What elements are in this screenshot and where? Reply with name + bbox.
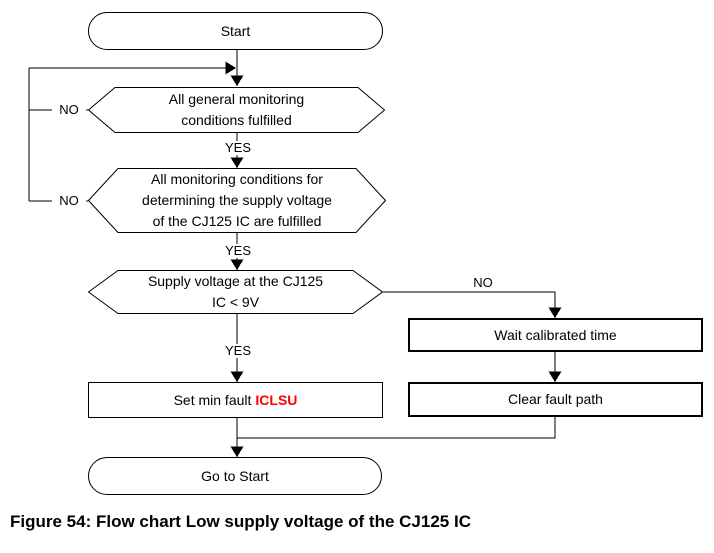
branch-label-yes-2: YES: [216, 244, 260, 258]
node-wait-time: Wait calibrated time: [408, 318, 703, 352]
arrow-into-cond-supply-voltage: [230, 259, 244, 270]
node-goto-start-label: Go to Start: [201, 467, 269, 484]
arrow-feedback-right: [225, 61, 236, 75]
branch-label-yes-1: YES: [216, 141, 260, 155]
node-cond-supply-voltage-text: Supply voltage at the CJ125 IC < 9V: [148, 271, 323, 313]
cond-supply-monitoring-line-3: of the CJ125 IC are fulfilled: [152, 213, 322, 229]
node-start: Start: [88, 12, 383, 50]
cond-supply-voltage-line-2: IC < 9V: [211, 294, 260, 310]
set-fault-prefix: Set min fault: [173, 391, 252, 408]
cond-general-line-2: conditions fulfilled: [181, 112, 292, 128]
figure-caption: Figure 54: Flow chart Low supply voltage…: [10, 512, 471, 531]
node-cond-supply-voltage: Supply voltage at the CJ125 IC < 9V: [88, 270, 383, 314]
node-start-label: Start: [220, 22, 251, 39]
node-clear-fault: Clear fault path: [408, 382, 703, 417]
node-cond-general-text: All general monitoring conditions fulfil…: [169, 89, 304, 131]
branch-label-no-1: NO: [52, 103, 86, 117]
cond-general-line-1: All general monitoring: [168, 91, 305, 107]
hexagon-shape: [88, 168, 386, 233]
node-cond-general: All general monitoring conditions fulfil…: [88, 87, 385, 133]
node-clear-fault-label: Clear fault path: [508, 391, 603, 407]
node-goto-start: Go to Start: [88, 457, 382, 495]
arrowheads: [225, 61, 562, 457]
node-cond-supply-monitoring-text: All monitoring conditions for determinin…: [142, 169, 332, 232]
cond-supply-monitoring-line-1: All monitoring conditions for: [151, 171, 323, 187]
cond-supply-voltage-line-1: Supply voltage at the CJ125: [147, 273, 324, 289]
hexagon-shape: [88, 270, 383, 314]
cond-supply-monitoring-line-2: determining the supply voltage: [142, 192, 332, 208]
branch-label-yes-3: YES: [216, 344, 260, 358]
branch-label-no-2: NO: [52, 194, 86, 208]
arrow-into-goto-start: [230, 446, 244, 457]
branch-label-no-3: NO: [473, 275, 493, 290]
arrow-into-cond-general: [230, 75, 244, 86]
arrow-into-set-fault-box: [230, 371, 244, 382]
hexagon-shape: [88, 87, 385, 133]
set-fault-code: ICLSU: [255, 391, 298, 408]
arrow-into-cond-supply-monitoring: [230, 157, 244, 168]
arrow-into-clear-fault-box: [548, 371, 562, 382]
node-cond-supply-monitoring: All monitoring conditions for determinin…: [88, 168, 386, 233]
arrow-into-wait-box: [548, 307, 562, 318]
node-wait-time-label: Wait calibrated time: [494, 326, 617, 343]
